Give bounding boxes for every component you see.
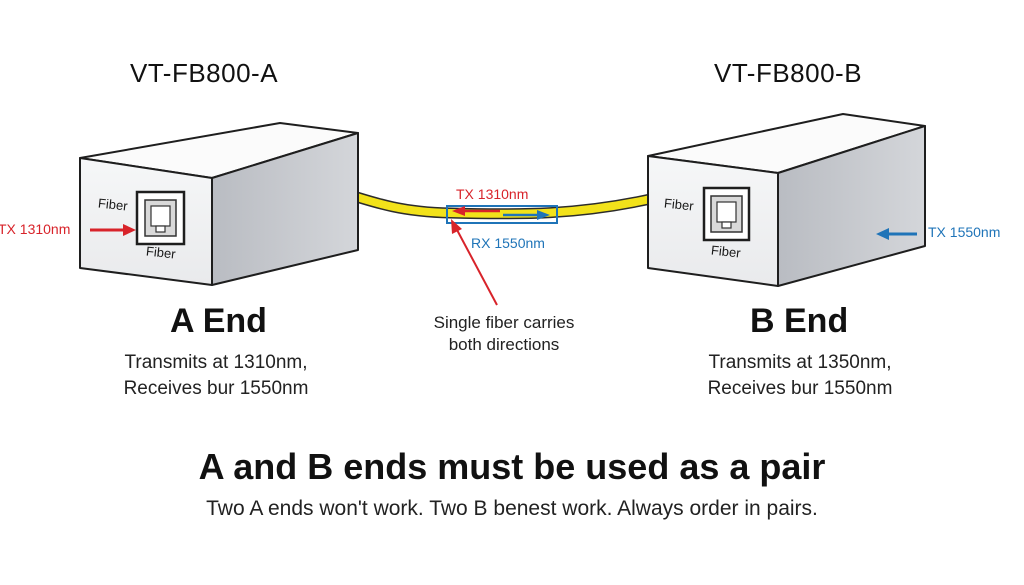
b-end-desc-line1: Transmits at 1350nm, (708, 352, 892, 373)
device-b-tx-label: TX 1550nm (928, 224, 1001, 240)
ethernet-port-icon (702, 186, 751, 242)
a-end-description: Transmits at 1310nm, Receives bur 1550nm (100, 350, 332, 402)
fiber-note: Single fiber carries both directions (413, 312, 595, 356)
pair-warning-subtitle: Two A ends won't work. Two B benest work… (206, 497, 818, 520)
fiber-note-line2: both directions (448, 335, 560, 354)
a-end-desc-line2: Receives bur 1550nm (123, 378, 309, 399)
pair-warning-title: A and B ends must be used as a pair (198, 446, 826, 487)
fiber-tx-label: TX 1310nm (456, 186, 529, 202)
a-end-title: A End (170, 302, 267, 340)
device-a-tx-label: TX 1310nm (0, 221, 71, 237)
b-end-description: Transmits at 1350nm, Receives bur 1550nm (684, 350, 916, 402)
b-end-desc-line2: Receives bur 1550nm (707, 378, 893, 399)
note-pointer-arrow (451, 219, 498, 306)
device-b-port-label: Fiber (663, 195, 695, 214)
tx-input-arrow-b (876, 228, 917, 240)
fiber-direction-box (446, 205, 558, 224)
ethernet-port-icon (135, 190, 186, 246)
device-a-port-label: Fiber (97, 195, 129, 214)
fiber-rx-label: RX 1550nm (471, 235, 545, 251)
fiber-note-line1: Single fiber carries (433, 313, 575, 332)
a-end-desc-line1: Transmits at 1310nm, (124, 352, 308, 373)
device-b-port-label-bottom: Fiber (710, 242, 742, 261)
device-a-port-label-bottom: Fiber (145, 243, 177, 262)
device-b-model: VT-FB800-B (714, 58, 863, 88)
b-end-title: B End (750, 302, 849, 340)
device-a-model: VT-FB800-A (130, 58, 279, 88)
tx-input-arrow-a (90, 224, 136, 236)
